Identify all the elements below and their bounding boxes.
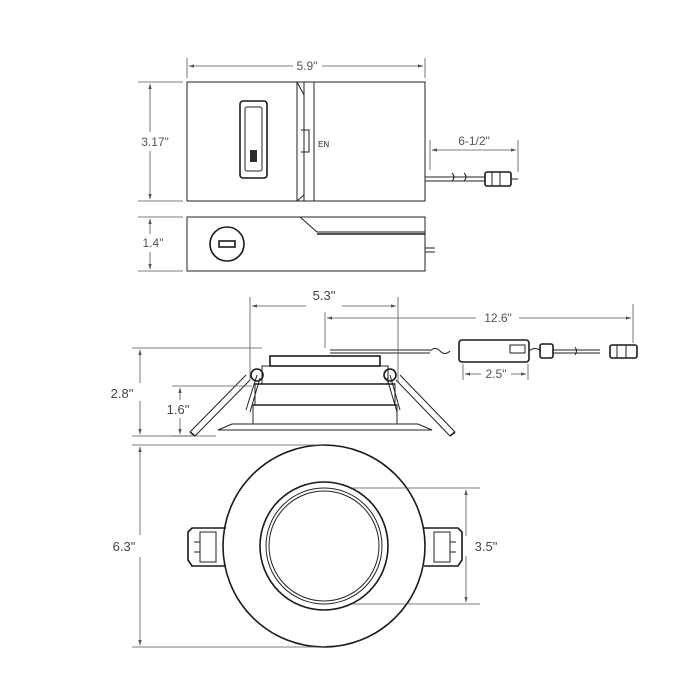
driver-connector: [539, 343, 554, 359]
driver-cable-label: 12.6": [484, 311, 512, 325]
box-side-label: EN: [318, 140, 329, 149]
heatsink-top: [269, 355, 381, 367]
right-spring-pivot: [383, 368, 397, 382]
overall-height-label: 2.8": [111, 386, 134, 401]
dim-trim-diameter: 6.3": [113, 444, 324, 648]
right-mounting-clip: [424, 527, 463, 567]
trim-outer-circle: [222, 444, 426, 648]
dim-driver-cable: 12.6": [324, 304, 634, 348]
junction-box-side-outline: [186, 216, 426, 272]
fixture-side-view: [189, 339, 638, 437]
housing-height-label: 1.6": [167, 402, 190, 417]
aperture-inner-circle: [265, 487, 383, 605]
dim-driver-length: 2.5": [462, 364, 529, 381]
driver-box: [458, 339, 530, 363]
fixture-front-view: [187, 444, 463, 648]
dim-aperture-diameter: 3.5": [352, 487, 498, 605]
dim-trim-inner-width: 5.3": [249, 288, 399, 382]
baffle-circle: [268, 490, 380, 602]
box-depth-label: 1.4": [143, 236, 164, 250]
dim-box-width: 5.9": [186, 58, 426, 78]
dim-box-depth: 1.4": [138, 216, 183, 272]
cable-connector: [484, 171, 512, 187]
left-spring-pivot: [250, 368, 264, 382]
driver-length-label: 2.5": [486, 367, 507, 381]
cct-switch-housing: [239, 100, 268, 179]
dim-cable-length: 6-1/2": [429, 134, 519, 172]
end-connector: [609, 344, 638, 359]
knockout-circle: [209, 226, 245, 262]
cable-length-label: 6-1/2": [458, 134, 490, 148]
junction-box-side-view: [186, 216, 435, 272]
junction-box-front-outline: [186, 81, 426, 202]
dim-overall-height: 2.8": [111, 347, 262, 437]
cct-switch-slider: [250, 150, 257, 162]
aperture-diameter-label: 3.5": [475, 539, 498, 554]
dim-housing-height: 1.6": [167, 385, 252, 437]
box-width-label: 5.9": [297, 59, 318, 73]
box-height-label: 3.17": [141, 135, 169, 149]
trim-flange: [217, 423, 433, 431]
dim-box-height: 3.17": [138, 81, 183, 202]
trim-inner-width-label: 5.3": [313, 288, 336, 303]
left-mounting-clip: [187, 527, 226, 567]
trim-diameter-label: 6.3": [113, 539, 136, 554]
aperture-outer-circle: [259, 481, 389, 611]
junction-box-front-view: EN: [186, 81, 518, 202]
